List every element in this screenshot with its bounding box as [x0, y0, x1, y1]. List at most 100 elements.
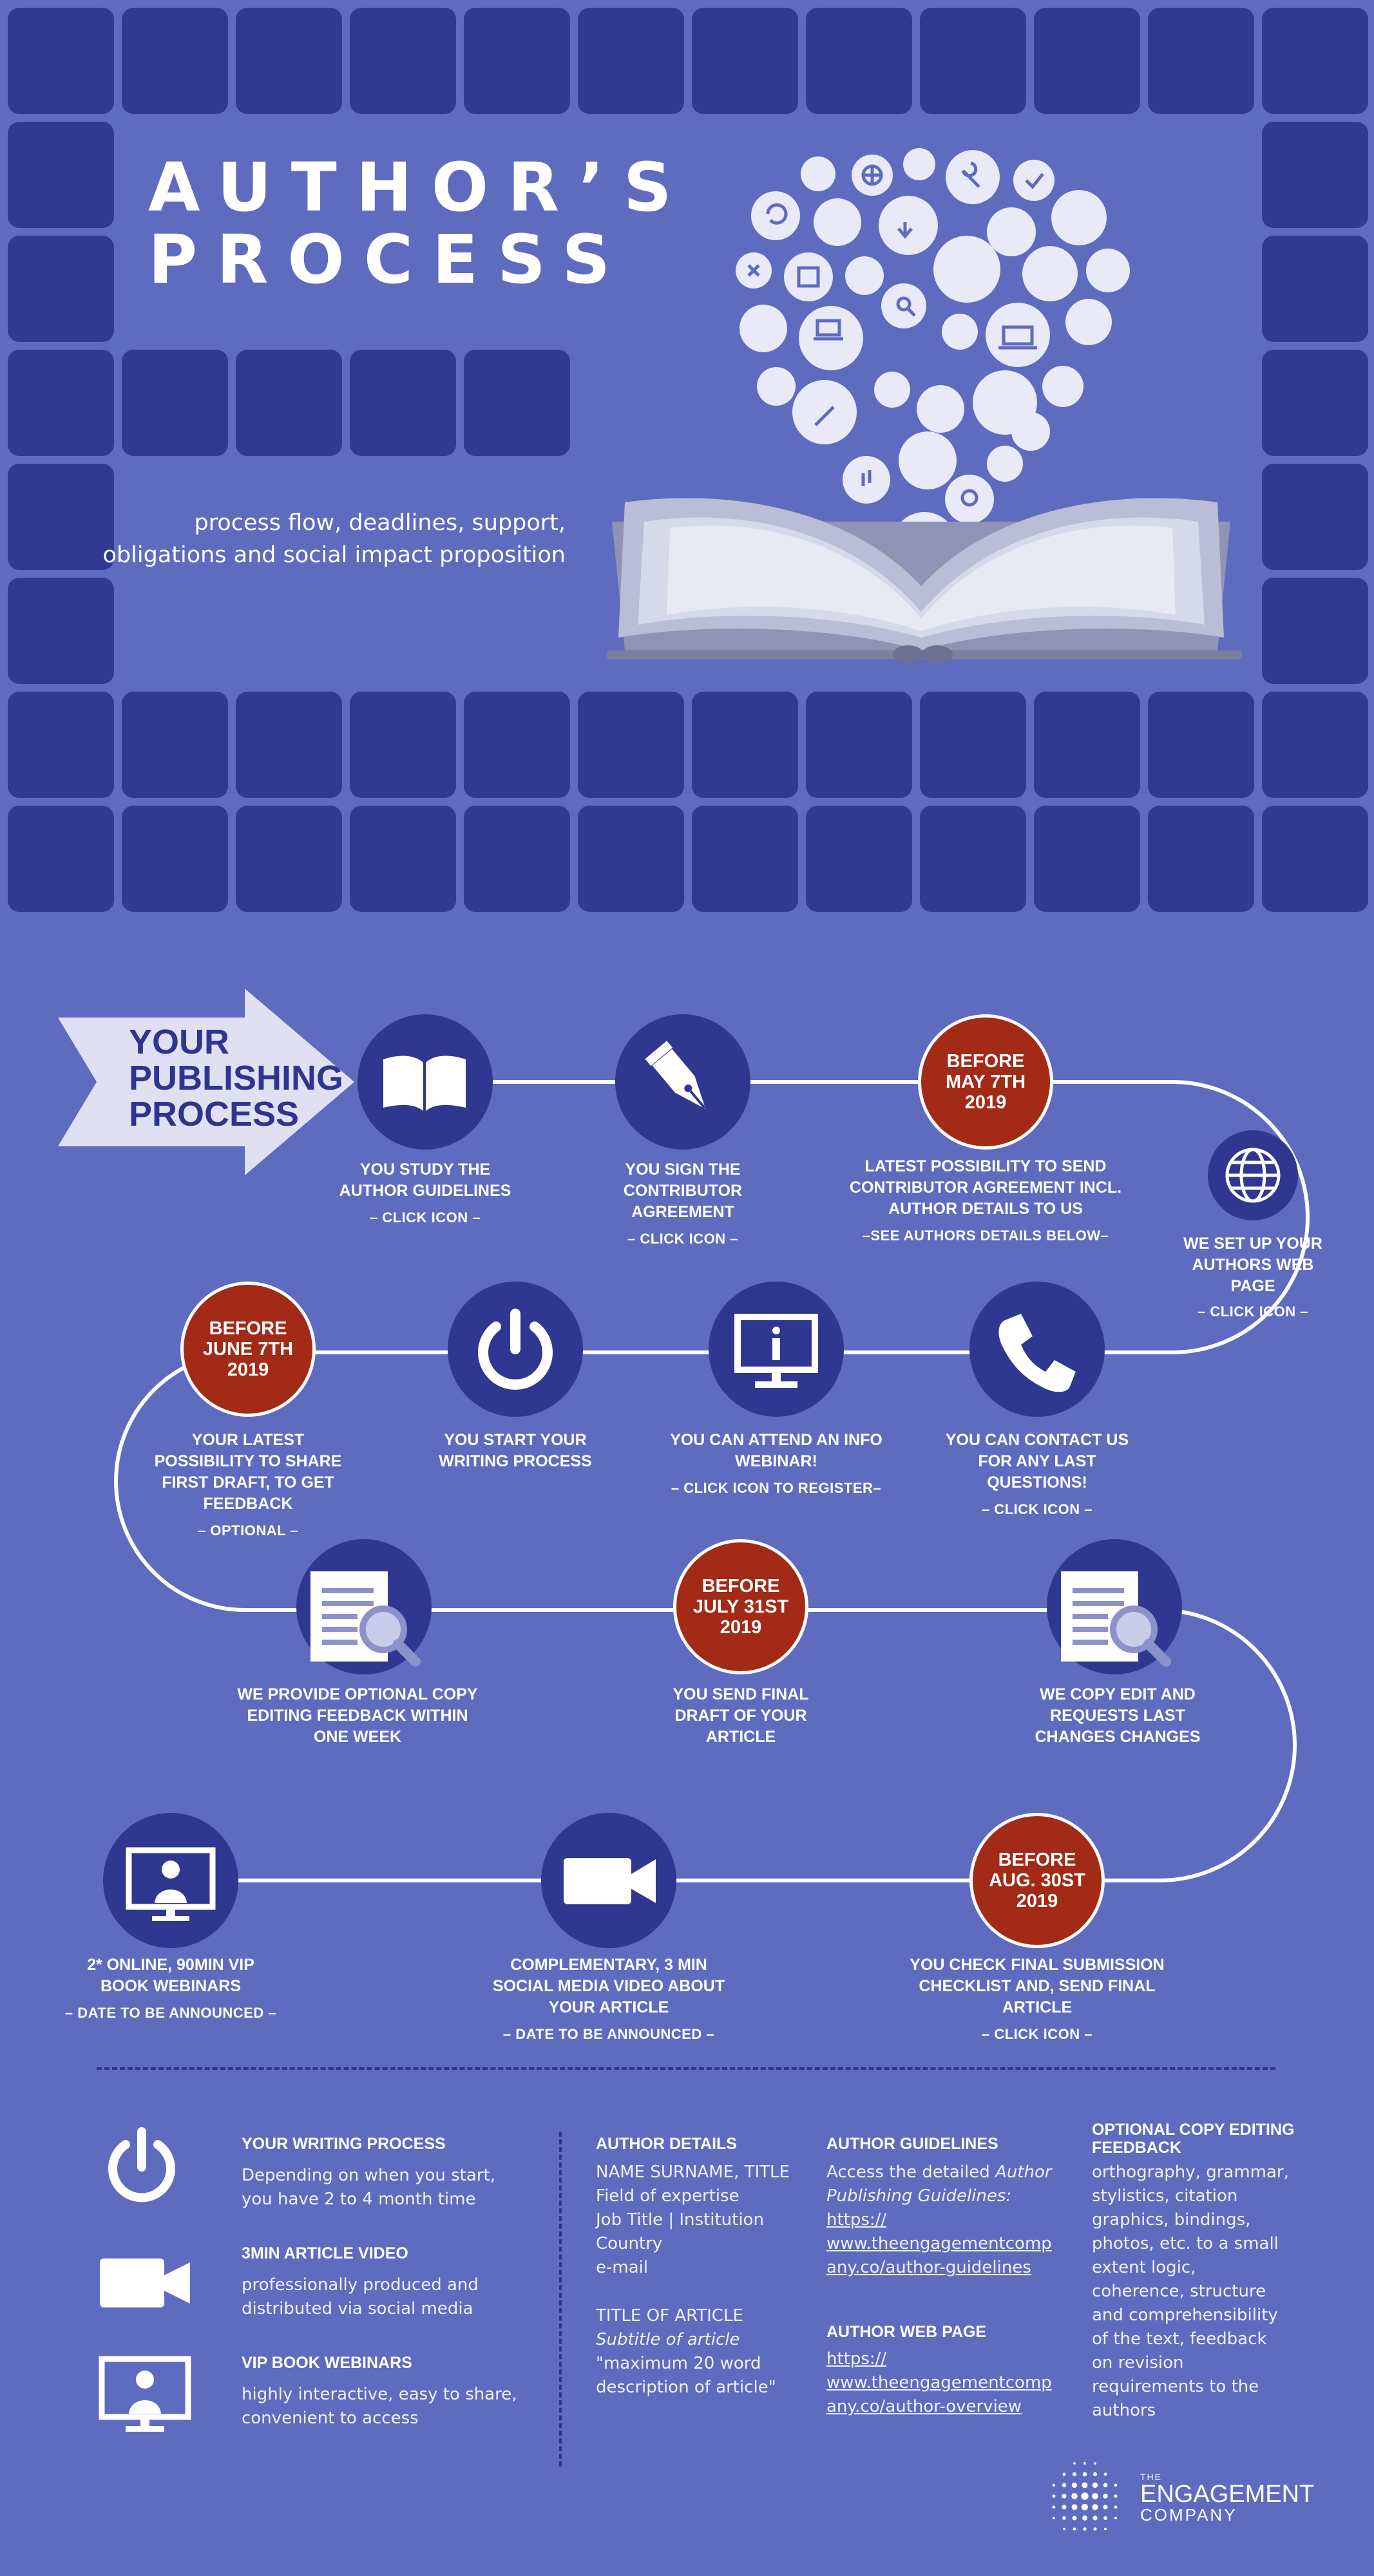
step-13-link: – DATE TO BE ANNOUNCED – [502, 2026, 715, 2042]
guidelines-url-2[interactable]: www.theengagementcomp [826, 2234, 1052, 2253]
subtitle-line-2: obligations and social impact propositio… [102, 542, 566, 568]
header-tile [464, 350, 570, 456]
deadline-aug[interactable]: BEFORE AUG. 30ST 2019 [969, 1813, 1105, 1948]
header-tile [1034, 806, 1140, 912]
author-country-field: Country [596, 2234, 663, 2253]
author-job-field: Job Title | Institution [596, 2210, 764, 2230]
logo-dot [1114, 2483, 1118, 2487]
document-search-icon [1061, 1571, 1171, 1667]
webinar-monitor-icon [126, 1847, 216, 1921]
header-tile [464, 692, 570, 798]
header-tile [350, 692, 456, 798]
header-tile [8, 578, 114, 684]
logo-dot [1082, 2472, 1087, 2477]
header-tile [236, 692, 342, 798]
logo-dot [1073, 2527, 1076, 2531]
step-1-caption: YOU STUDY THE AUTHOR GUIDELINES – CLICK … [338, 1159, 512, 1228]
step-4-link[interactable]: – CLICK ICON – [1197, 1303, 1309, 1320]
header-tile [236, 806, 342, 912]
globe-icon [1225, 1148, 1281, 1203]
step-5-text: YOU CAN CONTACT US FOR ANY LAST QUESTION… [945, 1431, 1129, 1492]
logo-the: THE [1140, 2472, 1162, 2482]
copy-editing-title-1: OPTIONAL COPY EDITING [1092, 2121, 1295, 2139]
guidelines-url-3[interactable]: any.co/author-guidelines [826, 2258, 1031, 2277]
logo-dot [1092, 2493, 1098, 2499]
logo-dot [1093, 2527, 1097, 2531]
video-camera-icon [100, 2259, 190, 2307]
info-monitor-icon [734, 1314, 818, 1388]
article-title-field: TITLE OF ARTICLE [596, 2306, 743, 2325]
header-tile [920, 692, 1026, 798]
logo-dot [1062, 2516, 1066, 2520]
author-details-body: NAME SURNAME, TITLE Field of expertise J… [596, 2161, 815, 2400]
header-tile [1262, 464, 1368, 570]
header-tile [1148, 806, 1254, 912]
logo-engagement: ENGAGEMENT [1140, 2481, 1315, 2508]
deadline-aug-text: BEFORE AUG. 30ST 2019 [989, 1850, 1085, 1911]
step-6-caption: YOU CAN ATTEND AN INFO WEBINAR! – CLICK … [670, 1430, 883, 1499]
article-description-field-2: description of article" [596, 2378, 776, 2397]
logo-dot [1062, 2494, 1067, 2499]
logo-dot [1114, 2505, 1118, 2509]
guidelines-intro-italic-2: Publishing Guidelines: [826, 2186, 1012, 2206]
step-2-link[interactable]: – CLICK ICON – [627, 1231, 739, 1247]
web-page-url-2[interactable]: www.theengagementcomp [826, 2373, 1052, 2392]
subtitle-line-1: process flow, deadlines, support, [194, 510, 566, 536]
logo-dot [1083, 2527, 1087, 2531]
step-info-webinar[interactable] [709, 1282, 844, 1417]
step-12-link[interactable]: – CLICK ICON – [981, 2026, 1093, 2042]
step-contact[interactable] [969, 1282, 1105, 1417]
logo-dot [1071, 2493, 1078, 2499]
logo-dot [1052, 2483, 1056, 2487]
web-page-url-3[interactable]: any.co/author-overview [826, 2397, 1022, 2416]
header-tile [350, 8, 456, 114]
legend-webinar-title: VIP BOOK WEBINARS [242, 2354, 412, 2372]
logo-dot [1103, 2483, 1108, 2488]
step-8-text: YOUR LATEST POSSIBILITY TO SHARE FIRST D… [154, 1431, 342, 1513]
logo-dot [1081, 2503, 1089, 2511]
step-web-page[interactable] [1208, 1130, 1298, 1220]
author-web-page-body[interactable]: https:// www.theengagementcomp any.co/au… [826, 2347, 1058, 2419]
header-tile [122, 692, 228, 798]
logo-dot [1073, 2462, 1076, 2465]
header-tile [8, 122, 114, 228]
step-5-link[interactable]: – CLICK ICON – [981, 1501, 1093, 1517]
step-12-text: YOU CHECK FINAL SUBMISSION CHECKLIST AND… [910, 1956, 1165, 2016]
legend-video-title: 3MIN ARTICLE VIDEO [242, 2244, 408, 2262]
step-study-guidelines[interactable] [358, 1014, 493, 1150]
step-13-caption: COMPLEMENTARY, 3 MIN SOCIAL MEDIA VIDEO … [490, 1955, 728, 2045]
logo-dot [1103, 2516, 1107, 2520]
header-tile [806, 8, 912, 114]
step-6-link[interactable]: – CLICK ICON TO REGISTER– [671, 1480, 882, 1496]
header-tile [122, 350, 228, 456]
step-1-link[interactable]: – CLICK ICON – [369, 1209, 481, 1226]
logo-dot [1093, 2515, 1098, 2521]
step-5-caption: YOU CAN CONTACT US FOR ANY LAST QUESTION… [940, 1430, 1134, 1520]
engagement-company-logo [1052, 2461, 1118, 2531]
guidelines-link[interactable]: https:// www.theengagementcomp any.co/au… [826, 2208, 1058, 2280]
logo-dot [1114, 2494, 1118, 2498]
logo-company: COMPANY [1140, 2505, 1237, 2524]
header-tile [8, 464, 114, 570]
step-9-text: WE PROVIDE OPTIONAL COPY EDITING FEEDBAC… [237, 1685, 478, 1746]
arrow-line-1: YOUR [129, 1023, 230, 1061]
deadline-july-text: BEFORE JULY 31ST 2019 [692, 1576, 789, 1638]
header-tile [1262, 692, 1368, 798]
header-tile [8, 236, 114, 342]
header-tile [1034, 8, 1140, 114]
process-path [114, 1080, 1310, 1882]
logo-dot [1092, 2482, 1098, 2488]
header-tile [692, 692, 798, 798]
step-3-link[interactable]: –SEE AUTHORS DETAILS BELOW– [862, 1227, 1109, 1244]
logo-dot [1082, 2515, 1087, 2521]
step-sign-agreement[interactable] [615, 1014, 750, 1150]
step-14-link: – DATE TO BE ANNOUNCED – [64, 2005, 277, 2021]
step-10-caption: YOU SEND FINAL DRAFT OF YOUR ARTICLE [651, 1684, 831, 1748]
step-10-text: YOU SEND FINAL DRAFT OF YOUR ARTICLE [673, 1685, 809, 1746]
header-tile [8, 8, 114, 114]
web-page-url-1[interactable]: https:// [826, 2349, 887, 2369]
author-guidelines-title: AUTHOR GUIDELINES [826, 2135, 998, 2153]
guidelines-intro-italic-1: Author [995, 2163, 1052, 2182]
guidelines-url-1[interactable]: https:// [826, 2210, 887, 2230]
logo-dot [1053, 2517, 1055, 2519]
